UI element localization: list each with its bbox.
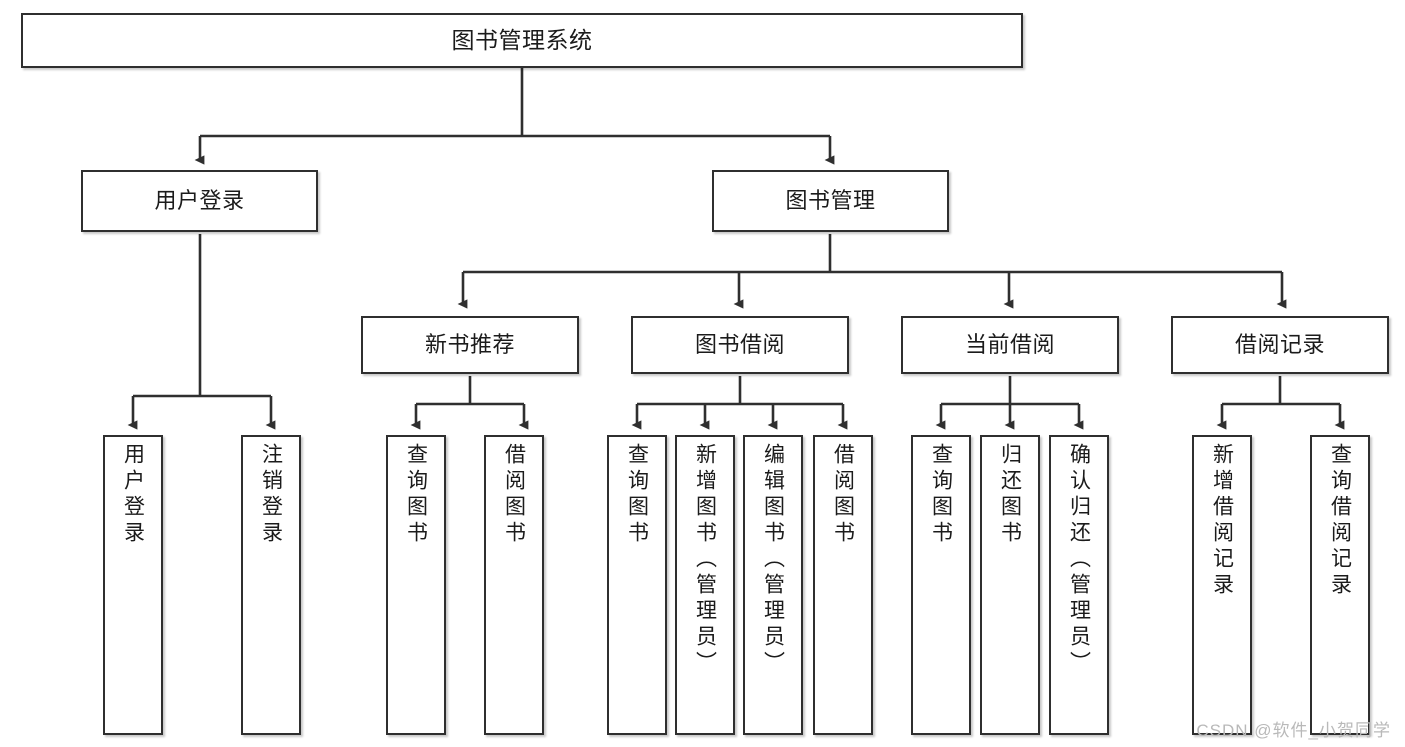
leaf-borrow-edit-book-admin[interactable]: 编辑图书（管理员）	[743, 435, 803, 735]
csdn-watermark: CSDN @软件_小贺同学	[1196, 721, 1391, 740]
leaf-borrow-add-book-admin[interactable]: 新增图书（管理员）	[675, 435, 735, 735]
node-borrowing-records[interactable]: 借阅记录	[1171, 316, 1389, 374]
node-label: 用户登录	[154, 187, 245, 213]
node-label: 图书管理系统	[451, 26, 593, 53]
node-label: 归还图书	[998, 443, 1022, 547]
node-user-login[interactable]: 用户登录	[81, 170, 318, 232]
node-label: 编辑图书（管理员）	[761, 443, 785, 677]
leaf-user-login-logout[interactable]: 注销登录	[241, 435, 301, 735]
node-label: 借阅图书	[831, 443, 855, 547]
node-label: 当前借阅	[964, 331, 1055, 357]
leaf-records-query-record[interactable]: 查询借阅记录	[1310, 435, 1370, 735]
node-label: 借阅图书	[502, 443, 526, 547]
leaf-current-return-book[interactable]: 归还图书	[980, 435, 1040, 735]
node-label: 新增借阅记录	[1210, 443, 1234, 599]
node-label: 确认归还（管理员）	[1067, 443, 1091, 677]
node-label: 图书借阅	[694, 331, 785, 357]
node-book-management[interactable]: 图书管理	[712, 170, 949, 232]
node-label: 查询图书	[404, 443, 428, 547]
node-label: 图书管理	[785, 187, 876, 213]
node-root-book-management-system[interactable]: 图书管理系统	[21, 13, 1023, 68]
leaf-user-login-login[interactable]: 用户登录	[103, 435, 163, 735]
node-label: 注销登录	[259, 443, 283, 547]
node-label: 查询图书	[625, 443, 649, 547]
node-label: 查询借阅记录	[1328, 443, 1352, 599]
leaf-new-book-query-book[interactable]: 查询图书	[386, 435, 446, 735]
node-book-borrowing[interactable]: 图书借阅	[631, 316, 849, 374]
leaf-current-confirm-return-admin[interactable]: 确认归还（管理员）	[1049, 435, 1109, 735]
leaf-current-query-book[interactable]: 查询图书	[911, 435, 971, 735]
leaf-new-book-borrow-book[interactable]: 借阅图书	[484, 435, 544, 735]
leaf-borrow-borrow-book[interactable]: 借阅图书	[813, 435, 873, 735]
leaf-records-add-record[interactable]: 新增借阅记录	[1192, 435, 1252, 735]
node-label: 新增图书（管理员）	[693, 443, 717, 677]
node-new-book-recommendation[interactable]: 新书推荐	[361, 316, 579, 374]
leaf-borrow-query-book[interactable]: 查询图书	[607, 435, 667, 735]
node-label: 用户登录	[121, 443, 145, 547]
node-current-borrowing[interactable]: 当前借阅	[901, 316, 1119, 374]
node-label: 借阅记录	[1234, 331, 1325, 357]
node-label: 查询图书	[929, 443, 953, 547]
node-label: 新书推荐	[424, 331, 515, 357]
